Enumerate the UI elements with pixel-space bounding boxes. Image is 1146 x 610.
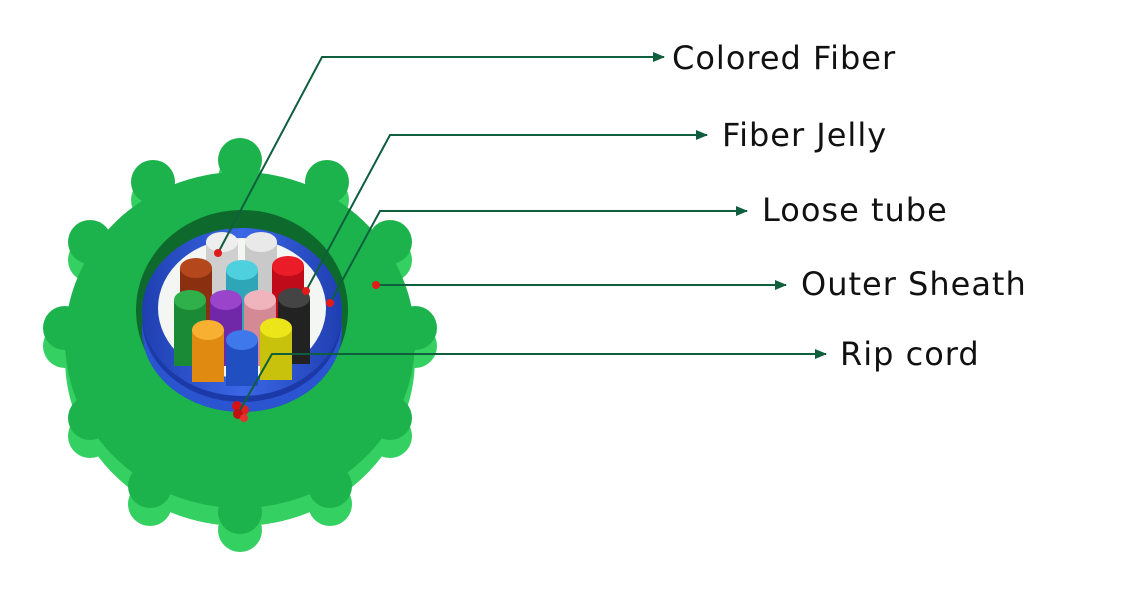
marker-dot-fiber-jelly [302, 287, 310, 295]
fiber-blue [226, 330, 258, 386]
leader-line-colored-fiber [217, 52, 665, 254]
label-colored-fiber: Colored Fiber [672, 39, 897, 77]
leader-line-loose-tube [329, 206, 748, 304]
label-loose-tube: Loose tube [762, 191, 948, 229]
leader-line-fiber-jelly [305, 130, 708, 292]
marker-dots [214, 249, 380, 307]
leader-lines [217, 52, 827, 411]
colored-fibers [174, 232, 310, 386]
marker-dot-loose-tube [326, 299, 334, 307]
marker-dot-colored-fiber [214, 249, 222, 257]
fiber-yellow [260, 318, 292, 380]
label-fiber-jelly: Fiber Jelly [722, 116, 888, 154]
label-rip-cord: Rip cord [840, 335, 980, 373]
marker-dot-outer-sheath [372, 281, 380, 289]
leader-line-rip-cord [239, 349, 827, 411]
label-outer-sheath: Outer Sheath [801, 265, 1027, 303]
fiber-orange [192, 320, 224, 382]
